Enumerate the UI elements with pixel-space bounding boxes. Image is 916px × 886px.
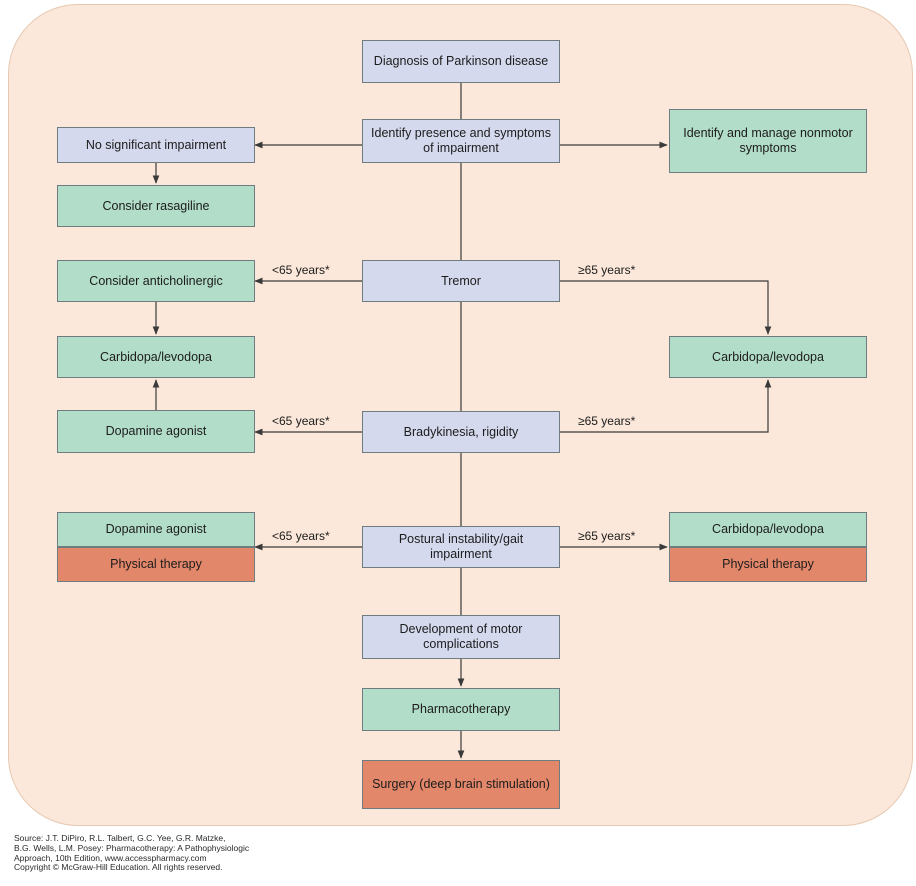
pharmacotherapy-box: Pharmacotherapy: [362, 688, 560, 731]
bradykinesia-box: Bradykinesia, rigidity: [362, 411, 560, 453]
source-line: B.G. Wells, L.M. Posey: Pharmacotherapy:…: [14, 842, 250, 853]
diagnosis-box: Diagnosis of Parkinson disease: [362, 40, 560, 83]
source-line: Approach, 10th Edition, www.accesspharma…: [14, 852, 207, 863]
tremor-box: Tremor: [362, 260, 560, 302]
arrow-bradykinesia-to-carbidopa: [560, 379, 772, 433]
source-line: Copyright © McGraw-Hill Education. All r…: [14, 862, 223, 873]
nonmotor-box: Identify and manage nonmotor symptoms: [669, 109, 867, 173]
bradykinesia-over65-label: ≥65 years*: [578, 414, 636, 428]
postural-under65-label: <65 years*: [272, 529, 330, 543]
no-impairment-box: No significant impairment: [57, 127, 255, 163]
tremor-over65-label: ≥65 years*: [578, 263, 636, 277]
postural-box: Postural instability/gait impairment: [362, 526, 560, 568]
carbidopa-right-box: Carbidopa/levodopa: [669, 336, 867, 378]
tremor-under65-label: <65 years*: [272, 263, 330, 277]
consider-anticholinergic-box: Consider anticholinergic: [57, 260, 255, 302]
source-citation: Source: J.T. DiPiro, R.L. Talbert, G.C. …: [14, 833, 434, 873]
consider-rasagiline-box: Consider rasagiline: [57, 185, 255, 227]
arrow-tremor-to-carbidopa: [560, 280, 772, 335]
postural-over65-label: ≥65 years*: [578, 529, 636, 543]
physical-therapy-left-box: Physical therapy: [57, 547, 255, 582]
surgery-box: Surgery (deep brain stimulation): [362, 760, 560, 809]
bradykinesia-under65-label: <65 years*: [272, 414, 330, 428]
carbidopa-postural-box: Carbidopa/levodopa: [669, 512, 867, 547]
dopamine-agonist-box: Dopamine agonist: [57, 410, 255, 453]
physical-therapy-right-box: Physical therapy: [669, 547, 867, 582]
identify-impairment-box: Identify presence and symptoms of impair…: [362, 119, 560, 163]
source-line: Source: J.T. DiPiro, R.L. Talbert, G.C. …: [14, 833, 226, 843]
carbidopa-left-box: Carbidopa/levodopa: [57, 336, 255, 378]
motor-complications-box: Development of motor complications: [362, 615, 560, 659]
dopamine-agonist-postural-box: Dopamine agonist: [57, 512, 255, 547]
